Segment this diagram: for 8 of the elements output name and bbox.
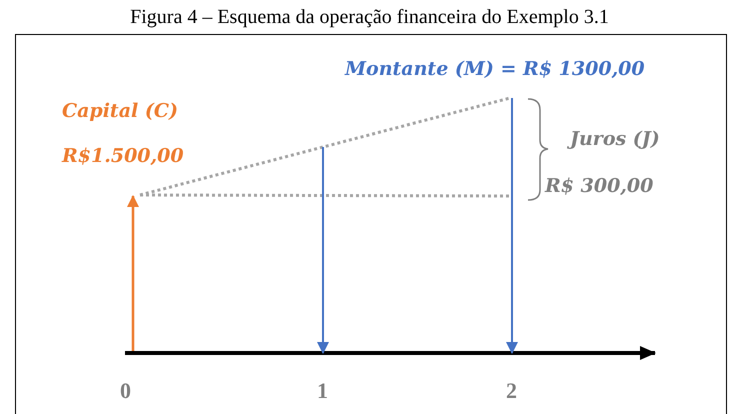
figure-caption: Figura 4 – Esquema da operação financeira do Exemplo 3.1: [129, 6, 610, 29]
tick-label: 0: [120, 378, 131, 404]
tick-label: 2: [506, 378, 517, 404]
value-label: R$ 300,00: [545, 175, 654, 197]
tick-label: 1: [317, 378, 328, 404]
capital-label: Capital (C): [62, 100, 178, 122]
value-label: R$1.500,00: [62, 145, 184, 167]
amount-label: Montante (M) = R$ 1300,00: [345, 58, 645, 80]
